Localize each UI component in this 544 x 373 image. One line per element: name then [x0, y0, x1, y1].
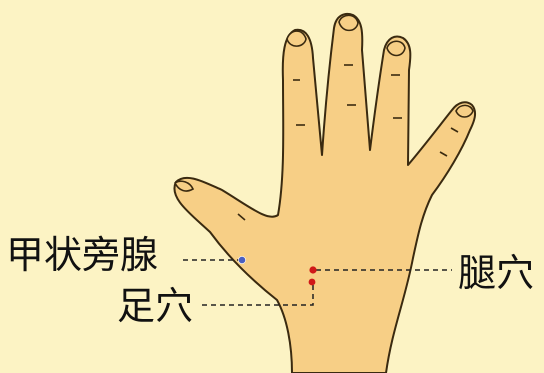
foot-point-dot: [309, 279, 316, 286]
leg-point-dot: [309, 266, 316, 273]
ring-nail: [387, 41, 405, 55]
foot-point-label: 足穴: [117, 287, 193, 325]
leg-point-label: 腿穴: [458, 254, 534, 292]
index-nail: [287, 31, 306, 46]
hand-outline: [174, 14, 475, 373]
middle-nail: [339, 15, 358, 30]
thyroid-point-label: 甲状旁腺: [6, 236, 158, 274]
pinky-nail: [456, 105, 473, 117]
thyroid-point-dot: [238, 256, 245, 263]
